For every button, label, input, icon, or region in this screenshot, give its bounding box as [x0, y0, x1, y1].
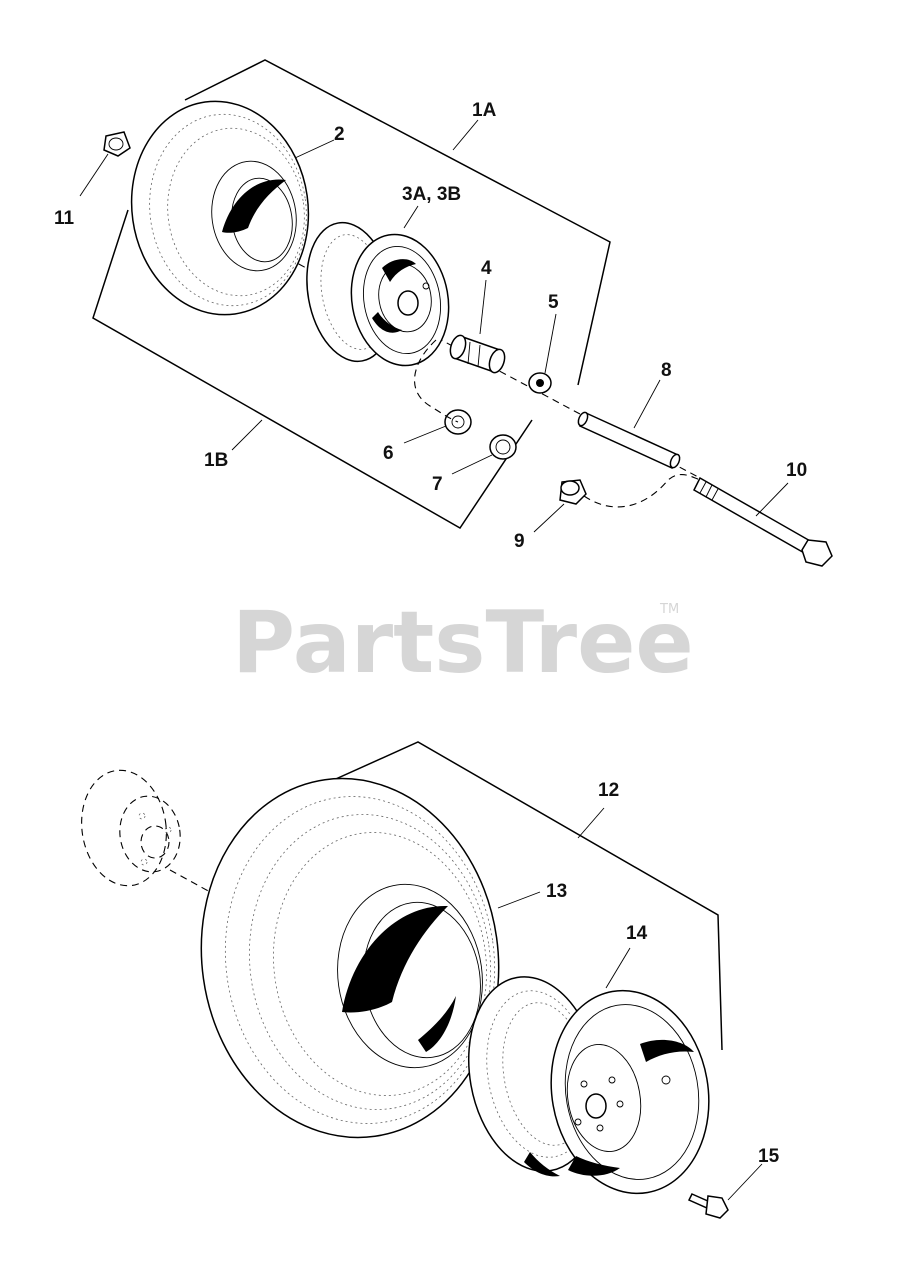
tire-front	[130, 100, 310, 316]
callout-14: 14	[626, 923, 648, 944]
front-wheel-assembly	[79, 59, 833, 567]
leader-9	[533, 503, 565, 533]
callout-1a: 1A	[472, 100, 497, 121]
leader-1a	[452, 119, 479, 151]
assembly-bracket-1b	[92, 209, 533, 529]
bolt-10	[693, 476, 833, 567]
leader-3	[403, 205, 419, 229]
washer-5	[528, 372, 552, 394]
rim-front	[306, 221, 450, 367]
callout-1b: 1B	[204, 450, 228, 471]
spacer-tube	[577, 411, 681, 469]
bearing-sleeve	[449, 334, 506, 374]
leader-1b	[231, 419, 263, 451]
callout-9: 9	[514, 531, 525, 552]
callout-12: 12	[598, 780, 619, 801]
callout-15: 15	[758, 1146, 780, 1167]
leader-5	[544, 313, 557, 374]
callout-3a-3b: 3A, 3B	[402, 184, 461, 205]
leader-6	[403, 425, 447, 444]
leader-10	[755, 482, 789, 517]
assembly-path-b	[583, 474, 701, 508]
callout-2: 2	[334, 124, 345, 145]
callout-11: 11	[54, 208, 75, 229]
watermark-text: PartsTree	[232, 593, 694, 693]
lug-bolt-15	[687, 1193, 729, 1219]
tire-rear	[200, 777, 500, 1139]
callout-7: 7	[432, 474, 443, 495]
callout-4: 4	[481, 258, 492, 279]
callout-labels: 1A 1B 2 3A, 3B 4 5 6 7 8 9 10 11 12 13 1…	[54, 100, 807, 1167]
assembly-bracket-1a	[184, 59, 611, 386]
leader-4	[479, 279, 487, 335]
hub-phantom	[81, 769, 181, 887]
rear-wheel-assembly	[81, 741, 763, 1219]
callout-8: 8	[661, 360, 672, 381]
leader-8	[633, 379, 661, 429]
assembly-path-a	[413, 339, 459, 423]
leader-14	[605, 947, 631, 989]
nut-9	[559, 479, 587, 505]
leader-13	[497, 891, 541, 909]
cap-11	[103, 131, 131, 157]
washer-7	[489, 434, 517, 460]
leader-7	[451, 454, 493, 475]
assembly-bracket-12	[297, 741, 723, 1051]
leader-2	[294, 139, 335, 159]
leader-15	[727, 1163, 763, 1201]
leader-11	[79, 153, 109, 197]
leader-12	[577, 807, 605, 839]
callout-6: 6	[383, 443, 394, 464]
callout-5: 5	[548, 292, 559, 313]
callout-10: 10	[786, 460, 807, 481]
watermark: PartsTree TM	[232, 593, 694, 693]
callout-13: 13	[546, 881, 567, 902]
watermark-trademark: TM	[659, 602, 679, 617]
rim-rear	[467, 976, 710, 1195]
